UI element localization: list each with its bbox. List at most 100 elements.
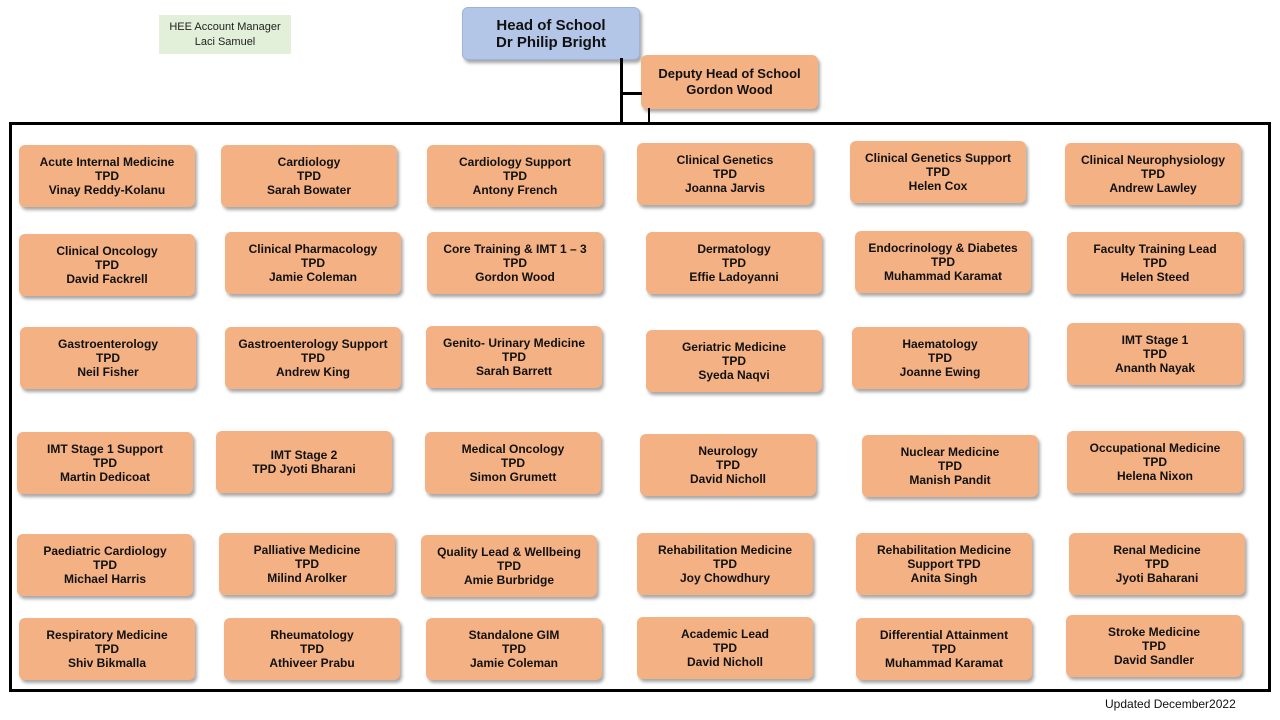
deputy-head-box: Deputy Head of School Gordon Wood: [641, 55, 818, 109]
role-label: TPD: [300, 642, 324, 656]
department-name: Occupational Medicine: [1089, 441, 1221, 455]
tpd-name: Jamie Coleman: [268, 270, 358, 284]
department-name: Nuclear Medicine: [900, 445, 1000, 459]
deputy-name: Gordon Wood: [686, 82, 773, 97]
department-name: Clinical Pharmacology: [248, 242, 378, 256]
tpd-name: Jyoti Baharani: [1115, 571, 1199, 585]
tpd-name: Sarah Bowater: [266, 183, 352, 197]
role-label: TPD Jyoti Bharani: [252, 462, 356, 476]
tpd-name: Athiveer Prabu: [269, 656, 355, 670]
department-name: Clinical Oncology: [56, 244, 158, 258]
department-name: Dermatology: [697, 242, 771, 256]
role-label: TPD: [713, 167, 737, 181]
department-name: IMT Stage 1 Support: [46, 442, 163, 456]
connector-to-deputy: [620, 92, 642, 95]
role-label: TPD: [716, 458, 740, 472]
role-label: TPD: [301, 351, 325, 365]
head-of-school-box: Head of School Dr Philip Bright: [462, 7, 640, 60]
tpd-name: Antony French: [472, 183, 558, 197]
role-label: TPD: [95, 169, 119, 183]
department-name: IMT Stage 2: [270, 448, 338, 462]
tpd-name: Anita Singh: [910, 571, 978, 585]
role-label: TPD: [297, 169, 321, 183]
tpd-name: Amie Burbridge: [463, 573, 554, 587]
department-name: Geriatric Medicine: [681, 340, 787, 354]
tpd-name: Andrew Lawley: [1109, 181, 1197, 195]
department-name: Palliative Medicine: [253, 543, 361, 557]
department-name: Gastroenterology: [57, 337, 159, 351]
tpd-name: Helena Nixon: [1116, 469, 1194, 483]
department-name: Medical Oncology: [461, 442, 565, 456]
tpd-name: Helen Steed: [1120, 270, 1190, 284]
department-name: Faculty Training Lead: [1093, 242, 1217, 256]
role-label: Support TPD: [907, 557, 981, 571]
tpd-name: Muhammad Karamat: [884, 656, 1004, 670]
role-label: TPD: [722, 256, 746, 270]
role-label: TPD: [501, 456, 525, 470]
hee-title: HEE Account Manager: [169, 20, 281, 33]
tpd-name: Sarah Barrett: [475, 364, 553, 378]
tpd-name: Andrew King: [276, 365, 350, 379]
role-label: TPD: [1142, 639, 1166, 653]
department-name: Quality Lead & Wellbeing: [437, 545, 581, 559]
tpd-name: Martin Dedicoat: [59, 470, 150, 484]
role-label: TPD: [95, 642, 119, 656]
tpd-name: Manish Pandit: [909, 473, 991, 487]
role-label: TPD: [1143, 256, 1167, 270]
role-label: TPD: [93, 558, 117, 572]
department-name: Clinical Genetics: [676, 153, 774, 167]
tpd-name: Neil Fisher: [77, 365, 139, 379]
tpd-name: Milind Arolker: [267, 571, 347, 585]
department-name: Paediatric Cardiology: [43, 544, 167, 558]
department-name: Gastroenterology Support: [238, 337, 388, 351]
department-name: Rehabilitation Medicine: [876, 543, 1011, 557]
head-name: Dr Philip Bright: [496, 33, 606, 51]
tpd-name: Helen Cox: [908, 179, 968, 193]
tpd-name: Vinay Reddy-Kolanu: [48, 183, 166, 197]
role-label: TPD: [931, 255, 955, 269]
department-name: Acute Internal Medicine: [39, 155, 175, 169]
tpd-name: Effie Ladoyanni: [689, 270, 779, 284]
department-name: Standalone GIM: [468, 628, 560, 642]
department-name: Neurology: [698, 444, 758, 458]
department-name: Cardiology Support: [459, 155, 571, 169]
tpd-name: Ananth Nayak: [1114, 361, 1196, 375]
tpd-name: Muhammad Karamat: [883, 269, 1003, 283]
role-label: TPD: [713, 641, 737, 655]
tpd-name: Gordon Wood: [475, 270, 555, 284]
role-label: TPD: [932, 642, 956, 656]
role-label: TPD: [497, 559, 521, 573]
hee-name: Laci Samuel: [194, 35, 256, 48]
tpd-name: Joanna Jarvis: [684, 181, 766, 195]
role-label: TPD: [1145, 557, 1169, 571]
role-label: TPD: [93, 456, 117, 470]
deputy-title: Deputy Head of School: [658, 66, 801, 81]
tpd-name: Joy Chowdhury: [679, 571, 770, 585]
role-label: TPD: [301, 256, 325, 270]
head-title: Head of School: [496, 16, 606, 34]
tpd-name: Shiv Bikmalla: [67, 656, 147, 670]
tpd-name: David Nicholl: [686, 655, 763, 669]
role-label: TPD: [938, 459, 962, 473]
